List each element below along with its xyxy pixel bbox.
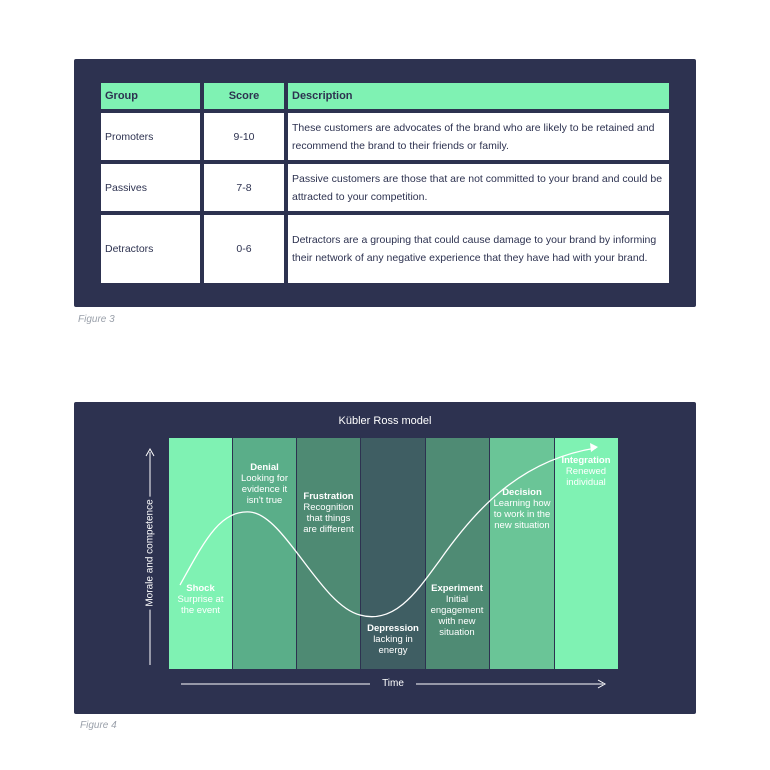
stage-label-shock: Shock Surprise at the event	[174, 583, 227, 616]
table-cell-description: Detractors are a grouping that could cau…	[288, 215, 669, 283]
table-cell-group: Passives	[101, 164, 200, 211]
kubler-ross-title: Kübler Ross model	[338, 415, 432, 427]
stage-band-depression	[361, 438, 425, 669]
stage-description: Initial engagement with new situation	[430, 594, 484, 638]
stage-name: Frustration	[303, 491, 354, 502]
stage-label-depression: Depression lacking in energy	[363, 623, 423, 656]
stage-label-decision: Decision Learning how to work in the new…	[493, 487, 551, 531]
stage-band-integration	[555, 438, 618, 669]
stage-description: lacking in energy	[373, 634, 413, 656]
stage-label-frustration: Frustration Recognition that things are …	[299, 491, 358, 535]
y-axis-arrowhead	[145, 447, 155, 457]
stage-name: Shock	[186, 583, 215, 594]
stage-label-integration: Integration Renewed individual	[557, 455, 615, 488]
table-cell-description: Passive customers are those that are not…	[288, 164, 669, 211]
stage-label-denial: Denial Looking for evidence it isn't tru…	[236, 462, 293, 506]
table-header-group: Group	[101, 83, 200, 109]
table-header-score: Score	[204, 83, 284, 109]
stage-description: Surprise at the event	[177, 594, 224, 616]
x-axis-label: Time	[370, 678, 416, 689]
table-cell-group: Detractors	[101, 215, 200, 283]
figure-3-caption: Figure 3	[78, 314, 115, 325]
stage-description: Looking for evidence it isn't true	[240, 473, 288, 506]
stage-name: Experiment	[431, 583, 483, 594]
table-cell-description: These customers are advocates of the bra…	[288, 113, 669, 160]
figure-4-caption: Figure 4	[80, 720, 117, 731]
table-cell-score: 0-6	[204, 215, 284, 283]
table-cell-score: 7-8	[204, 164, 284, 211]
stage-name: Decision	[502, 487, 542, 498]
morale-curve	[179, 447, 597, 618]
stage-name: Denial	[250, 462, 279, 473]
stage-description: Renewed individual	[565, 466, 607, 488]
stage-name: Integration	[561, 455, 611, 466]
stage-label-experiment: Experiment Initial engagement with new s…	[426, 583, 488, 638]
stage-name: Depression	[367, 623, 419, 634]
stage-band-denial	[233, 438, 296, 669]
y-axis-label: Morale and competence	[144, 496, 156, 610]
x-axis-arrowhead	[597, 679, 607, 689]
stage-band-experiment	[426, 438, 489, 669]
table-cell-score: 9-10	[204, 113, 284, 160]
stage-description: Recognition that things are different	[303, 502, 354, 535]
table-header-description: Description	[288, 83, 669, 109]
stage-band-frustration	[297, 438, 360, 669]
curve-arrowhead	[590, 443, 598, 452]
stage-description: Learning how to work in the new situatio…	[493, 498, 551, 531]
table-cell-group: Promoters	[101, 113, 200, 160]
stage-band-shock	[169, 438, 232, 669]
